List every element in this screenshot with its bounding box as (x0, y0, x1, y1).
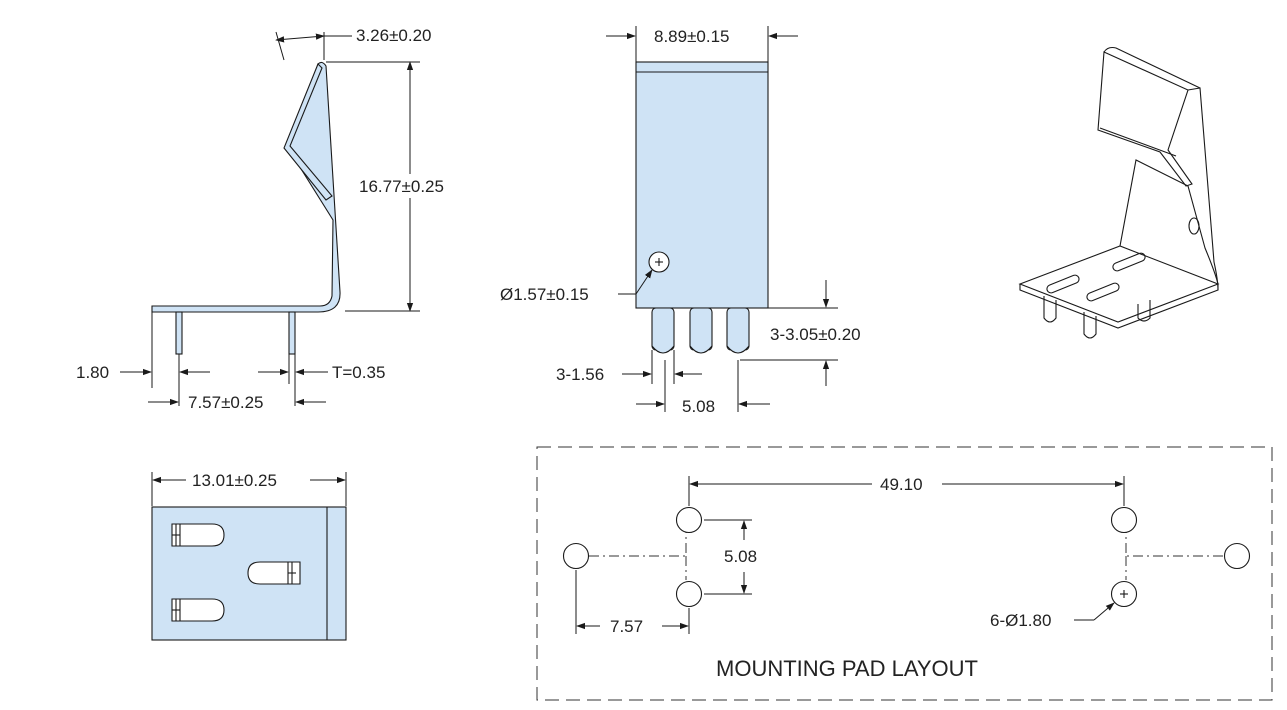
hole-diameter-dim: Ø1.57±0.15 (500, 285, 589, 304)
clip-spring-arm (283, 63, 333, 201)
mounting-pad-layout: 49.10 5.08 7.57 6-Ø1.80 MOUNTING PAD LAY… (536, 446, 1273, 701)
pad-hole-top-left (675, 506, 703, 534)
front-width-dim: 8.89±0.15 (654, 27, 730, 46)
pad-offset-dim: 7.57 (610, 617, 643, 636)
pin-pitch-dim: 5.08 (682, 397, 715, 416)
front-pin-2 (689, 307, 713, 351)
pin-width-dim: 3-1.56 (556, 365, 604, 384)
side-pin-left (175, 311, 183, 355)
pad-hole-bottom-left (675, 580, 703, 608)
bottom-slot-2 (247, 561, 301, 585)
height-dim: 16.77±0.25 (359, 177, 444, 196)
front-pin-1 (651, 307, 675, 351)
side-view: 3.26±0.20 16.77±0.25 1.80 T=0.35 7.57±0.… (76, 26, 444, 412)
clip-profile (151, 61, 341, 313)
bottom-slot-3 (171, 598, 225, 622)
pad-hole-note: 6-Ø1.80 (990, 611, 1051, 630)
pad-layout-frame (536, 446, 1273, 701)
pad-layout-title: MOUNTING PAD LAYOUT (716, 656, 978, 681)
pin-offset-dim: 1.80 (76, 363, 109, 382)
clip-opening-dim: 3.26±0.20 (356, 26, 432, 45)
front-hole (648, 251, 670, 273)
pad-hole-top-right (1110, 506, 1138, 534)
front-pin-3 (726, 307, 750, 351)
pad-span-dim: 49.10 (880, 475, 923, 494)
front-view: 8.89±0.15 Ø1.57±0.15 3-3.05±0.20 3-1.56 … (500, 26, 861, 416)
pad-hole-outer-right (1223, 542, 1251, 570)
pad-pitch-dim: 5.08 (724, 547, 757, 566)
bottom-view: 13.01±0.25 (151, 471, 347, 641)
side-pin-right (288, 311, 296, 355)
bottom-width-dim: 13.01±0.25 (192, 471, 277, 490)
bottom-slot-1 (171, 523, 225, 547)
isometric-view (1018, 46, 1220, 339)
thickness-dim: T=0.35 (332, 363, 385, 382)
pin-spacing-dim: 7.57±0.25 (188, 393, 264, 412)
pad-hole-outer-left (562, 542, 590, 570)
pin-length-dim: 3-3.05±0.20 (770, 325, 861, 344)
